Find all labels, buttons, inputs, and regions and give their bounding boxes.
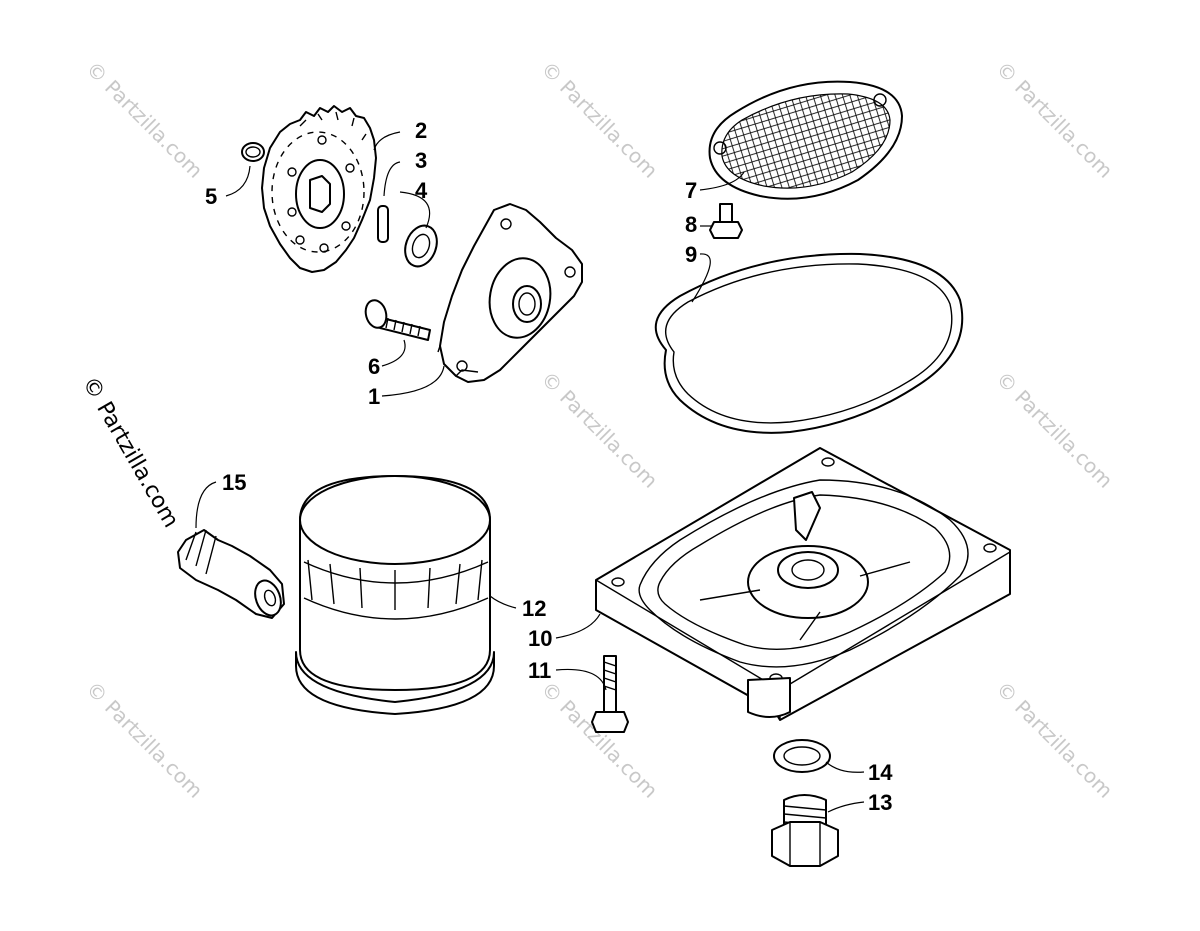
watermark-2: © Partzilla.com: [536, 57, 662, 183]
leader-13: [827, 801, 865, 813]
part-11-bolt[interactable]: [591, 655, 629, 733]
callout-8[interactable]: 8: [685, 212, 697, 237]
part-4-washer[interactable]: [400, 221, 443, 271]
leader-9: [691, 253, 711, 303]
part-9-gasket[interactable]: [654, 252, 964, 434]
leader-1: [381, 365, 445, 397]
leader-6: [381, 339, 406, 367]
part-12-oil-filter[interactable]: [295, 475, 495, 715]
callout-1[interactable]: 1: [368, 384, 380, 409]
callout-11[interactable]: 11: [528, 658, 551, 683]
part-14-washer[interactable]: [773, 739, 831, 773]
callout-3[interactable]: 3: [415, 148, 427, 173]
watermark-4: © Partzilla.com: [536, 367, 662, 493]
callout-15[interactable]: 15: [222, 470, 246, 495]
leader-5: [225, 165, 251, 197]
watermark-group: © Partzilla.com © Partzilla.com © Partzi…: [77, 57, 1118, 803]
callout-4[interactable]: 4: [415, 178, 428, 203]
part-5-snap-ring[interactable]: [241, 142, 265, 162]
part-15-pressure-switch[interactable]: [177, 529, 285, 619]
callout-14[interactable]: 14: [868, 760, 893, 785]
callout-5[interactable]: 5: [205, 184, 217, 209]
part-6-bolt[interactable]: [363, 298, 431, 341]
part-3-pin[interactable]: [377, 205, 389, 243]
leader-14: [825, 761, 865, 773]
callout-10[interactable]: 10: [528, 626, 552, 651]
watermark-5: © Partzilla.com: [991, 367, 1117, 493]
leader-15: [195, 481, 217, 529]
watermark-1: © Partzilla.com: [81, 57, 207, 183]
callout-labels: 2 3 4 5 6 1 7 8 9 15 12 10 11 14 13: [205, 118, 893, 815]
leader-10: [555, 613, 601, 639]
part-10-oil-pan[interactable]: [595, 447, 1011, 721]
part-8-small-bolt[interactable]: [709, 203, 743, 239]
leader-2: [373, 131, 401, 151]
callout-2[interactable]: 2: [415, 118, 427, 143]
part-13-drain-plug[interactable]: [771, 794, 839, 867]
leader-lines: [195, 131, 865, 813]
callout-12[interactable]: 12: [522, 596, 546, 621]
callout-9[interactable]: 9: [685, 242, 697, 267]
part-7-strainer-screen[interactable]: [708, 80, 903, 200]
watermark-6: © Partzilla.com: [81, 677, 207, 803]
leader-11: [555, 668, 607, 691]
leader-4: [399, 191, 431, 229]
watermark-3: © Partzilla.com: [991, 57, 1117, 183]
leader-7: [699, 171, 745, 191]
part-2-sprocket[interactable]: [261, 105, 377, 273]
leader-3: [383, 161, 401, 197]
watermark-8: © Partzilla.com: [991, 677, 1117, 803]
watermark-7: © Partzilla.com: [536, 677, 662, 803]
leader-12: [489, 595, 517, 609]
watermark-primary: © Partzilla.com: [77, 373, 184, 533]
part-1-pump-housing[interactable]: [437, 203, 583, 383]
callout-6[interactable]: 6: [368, 354, 380, 379]
callout-13[interactable]: 13: [868, 790, 892, 815]
callout-7[interactable]: 7: [685, 178, 697, 203]
